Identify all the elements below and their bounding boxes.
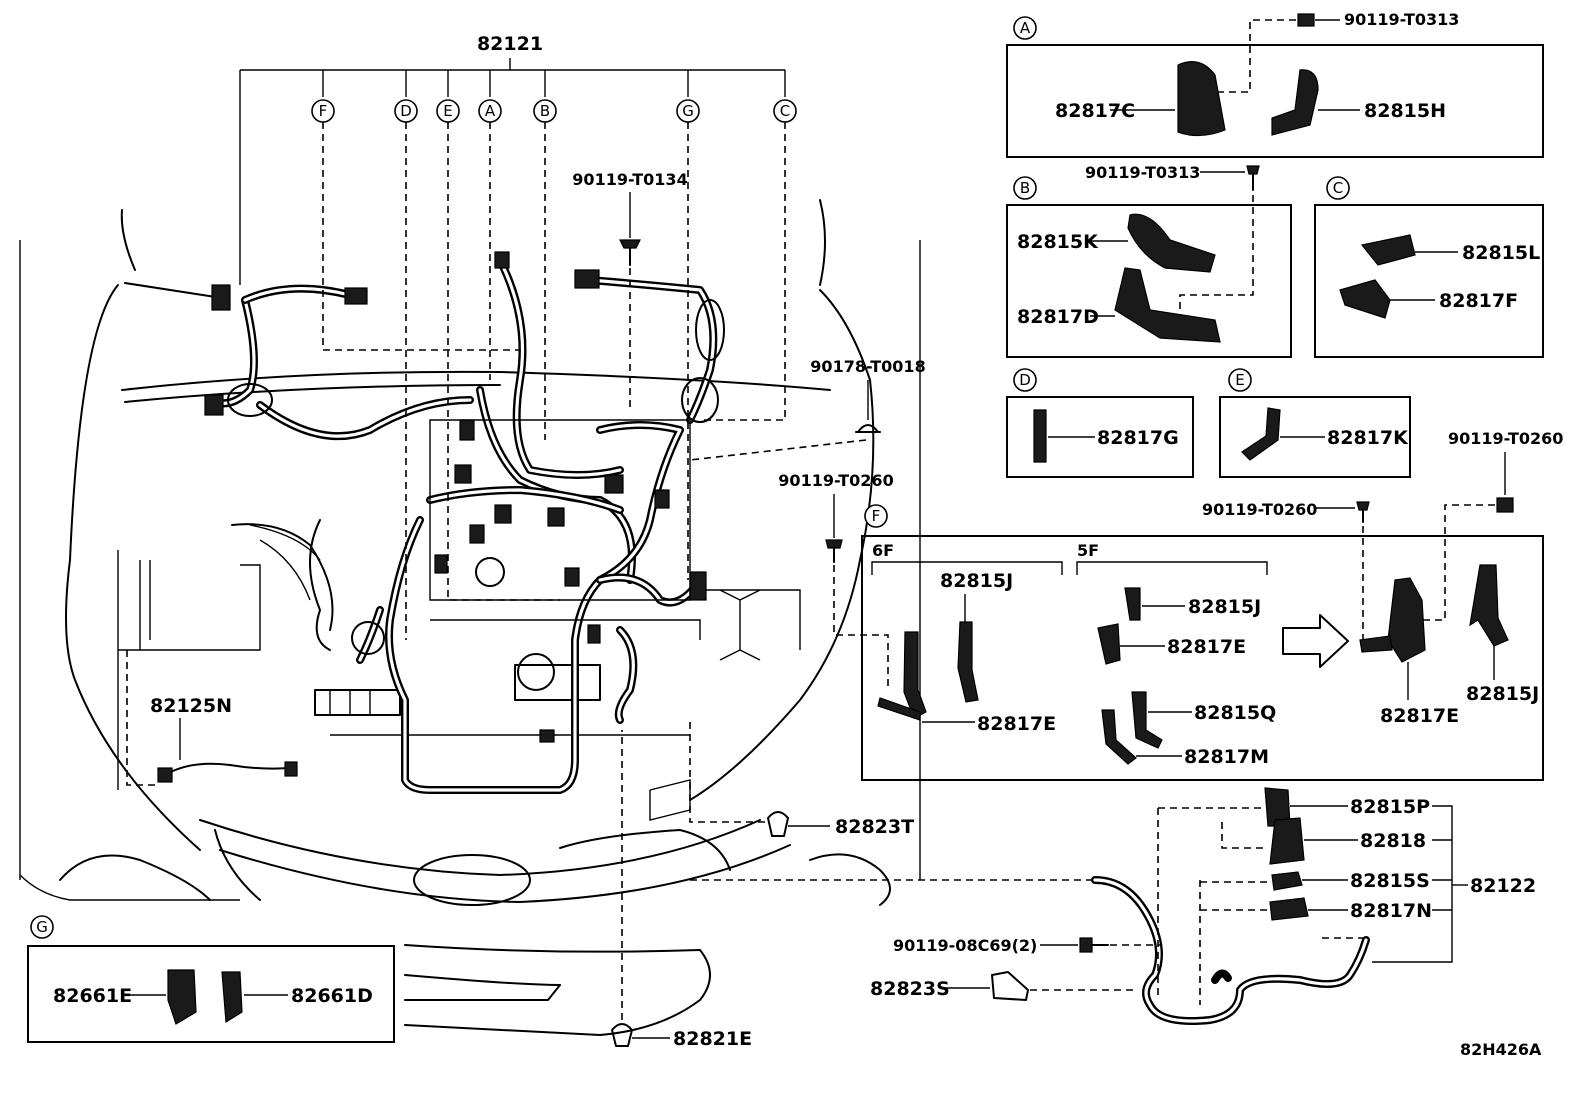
svg-text:82817K: 82817K [1327,427,1409,449]
svg-text:A: A [485,102,496,120]
svg-text:90119-T0260: 90119-T0260 [1448,429,1563,448]
svg-text:G: G [36,918,48,936]
svg-text:90178-T0018: 90178-T0018 [810,357,925,376]
engine-wire-harness [204,251,725,794]
svg-text:82817F: 82817F [1439,290,1518,312]
detail-b: B 90119-T0313 82815K 82817D [1006,163,1292,358]
svg-text:B: B [540,102,550,120]
svg-text:82815J: 82815J [1466,683,1539,705]
svg-text:90119-T0134: 90119-T0134 [572,170,687,189]
svg-text:B: B [1020,179,1030,197]
main-harness-number: 82121 [477,33,543,55]
svg-text:90119-08C69(2): 90119-08C69(2) [893,936,1037,955]
svg-text:82817N: 82817N [1350,900,1432,922]
engine-callout-g: G [676,99,700,123]
svg-text:6F: 6F [872,541,894,560]
svg-text:82815J: 82815J [1188,596,1261,618]
sub-harness-82125n: 82125N [126,650,298,786]
svg-text:82815Q: 82815Q [1194,702,1276,724]
svg-text:82661E: 82661E [53,985,132,1007]
svg-text:E: E [1235,371,1244,389]
svg-text:90119-T0313: 90119-T0313 [1085,163,1200,182]
svg-text:82823S: 82823S [870,978,950,1000]
svg-text:C: C [780,102,790,120]
svg-text:A: A [1020,19,1031,37]
svg-text:82823T: 82823T [835,816,914,838]
svg-text:5F: 5F [1077,541,1099,560]
svg-text:90119-T0313: 90119-T0313 [1344,10,1459,29]
clip-90178-t0018: 90178-T0018 [689,357,926,461]
svg-text:82817E: 82817E [977,713,1056,735]
svg-text:82815S: 82815S [1350,870,1430,892]
detail-d: D 82817G [1006,368,1194,478]
svg-text:82125N: 82125N [150,695,232,717]
clip-82823t: 82823T [689,720,914,838]
svg-text:82817M: 82817M [1184,746,1269,768]
svg-text:82815P: 82815P [1350,796,1430,818]
svg-text:82815L: 82815L [1462,242,1540,264]
engine-callout-d: D [394,99,418,123]
engine-callout-a: A [478,99,502,123]
svg-text:E: E [443,102,452,120]
engine-callout-c: C [773,99,797,123]
bolt-90119-t0260-mid: 90119-T0260 [778,471,894,690]
svg-text:90119-T0260: 90119-T0260 [1202,500,1317,519]
svg-text:F: F [872,507,881,525]
svg-text:D: D [1019,371,1031,389]
svg-text:82815H: 82815H [1364,100,1446,122]
engine-callout-b: B [533,99,557,123]
svg-text:82815K: 82815K [1017,231,1099,253]
svg-text:G: G [682,102,694,120]
figure-id: 82H426A [1460,1040,1542,1059]
detail-g: G 82661E 82661D [27,915,395,1043]
vehicle-body-outline [19,199,921,1036]
svg-text:82661D: 82661D [291,985,373,1007]
svg-text:D: D [400,102,412,120]
engine-callout-e: E [436,99,460,123]
svg-text:82817E: 82817E [1380,705,1459,727]
svg-text:82817G: 82817G [1097,427,1179,449]
fastener-90119-t0134: 90119-T0134 [572,170,688,410]
detail-a: A 90119-T0313 82817C 82815H [1006,10,1544,158]
detail-f: F 90119-T0260 90119-T0260 6F 5F 82815J 8… [861,429,1563,781]
engine-callout-f: F [311,99,335,123]
svg-text:82122: 82122 [1470,875,1536,897]
clip-82821e: 82821E [611,730,752,1050]
svg-text:82817E: 82817E [1167,636,1246,658]
svg-text:82817D: 82817D [1017,306,1099,328]
svg-text:90119-T0260: 90119-T0260 [778,471,893,490]
main-harness-callout: 82121 F D E A B G C [239,33,797,640]
svg-text:82821E: 82821E [673,1028,752,1050]
front-harness-82122: 82815P 82818 82815S 82817N 82122 90119-0… [690,787,1536,1025]
detail-e: E 82817K [1219,368,1411,478]
svg-text:F: F [319,102,328,120]
svg-text:82818: 82818 [1360,830,1426,852]
svg-text:C: C [1333,179,1343,197]
svg-text:82817C: 82817C [1055,100,1135,122]
svg-text:82815J: 82815J [940,570,1013,592]
detail-c: C 82815L 82817F [1314,176,1544,358]
